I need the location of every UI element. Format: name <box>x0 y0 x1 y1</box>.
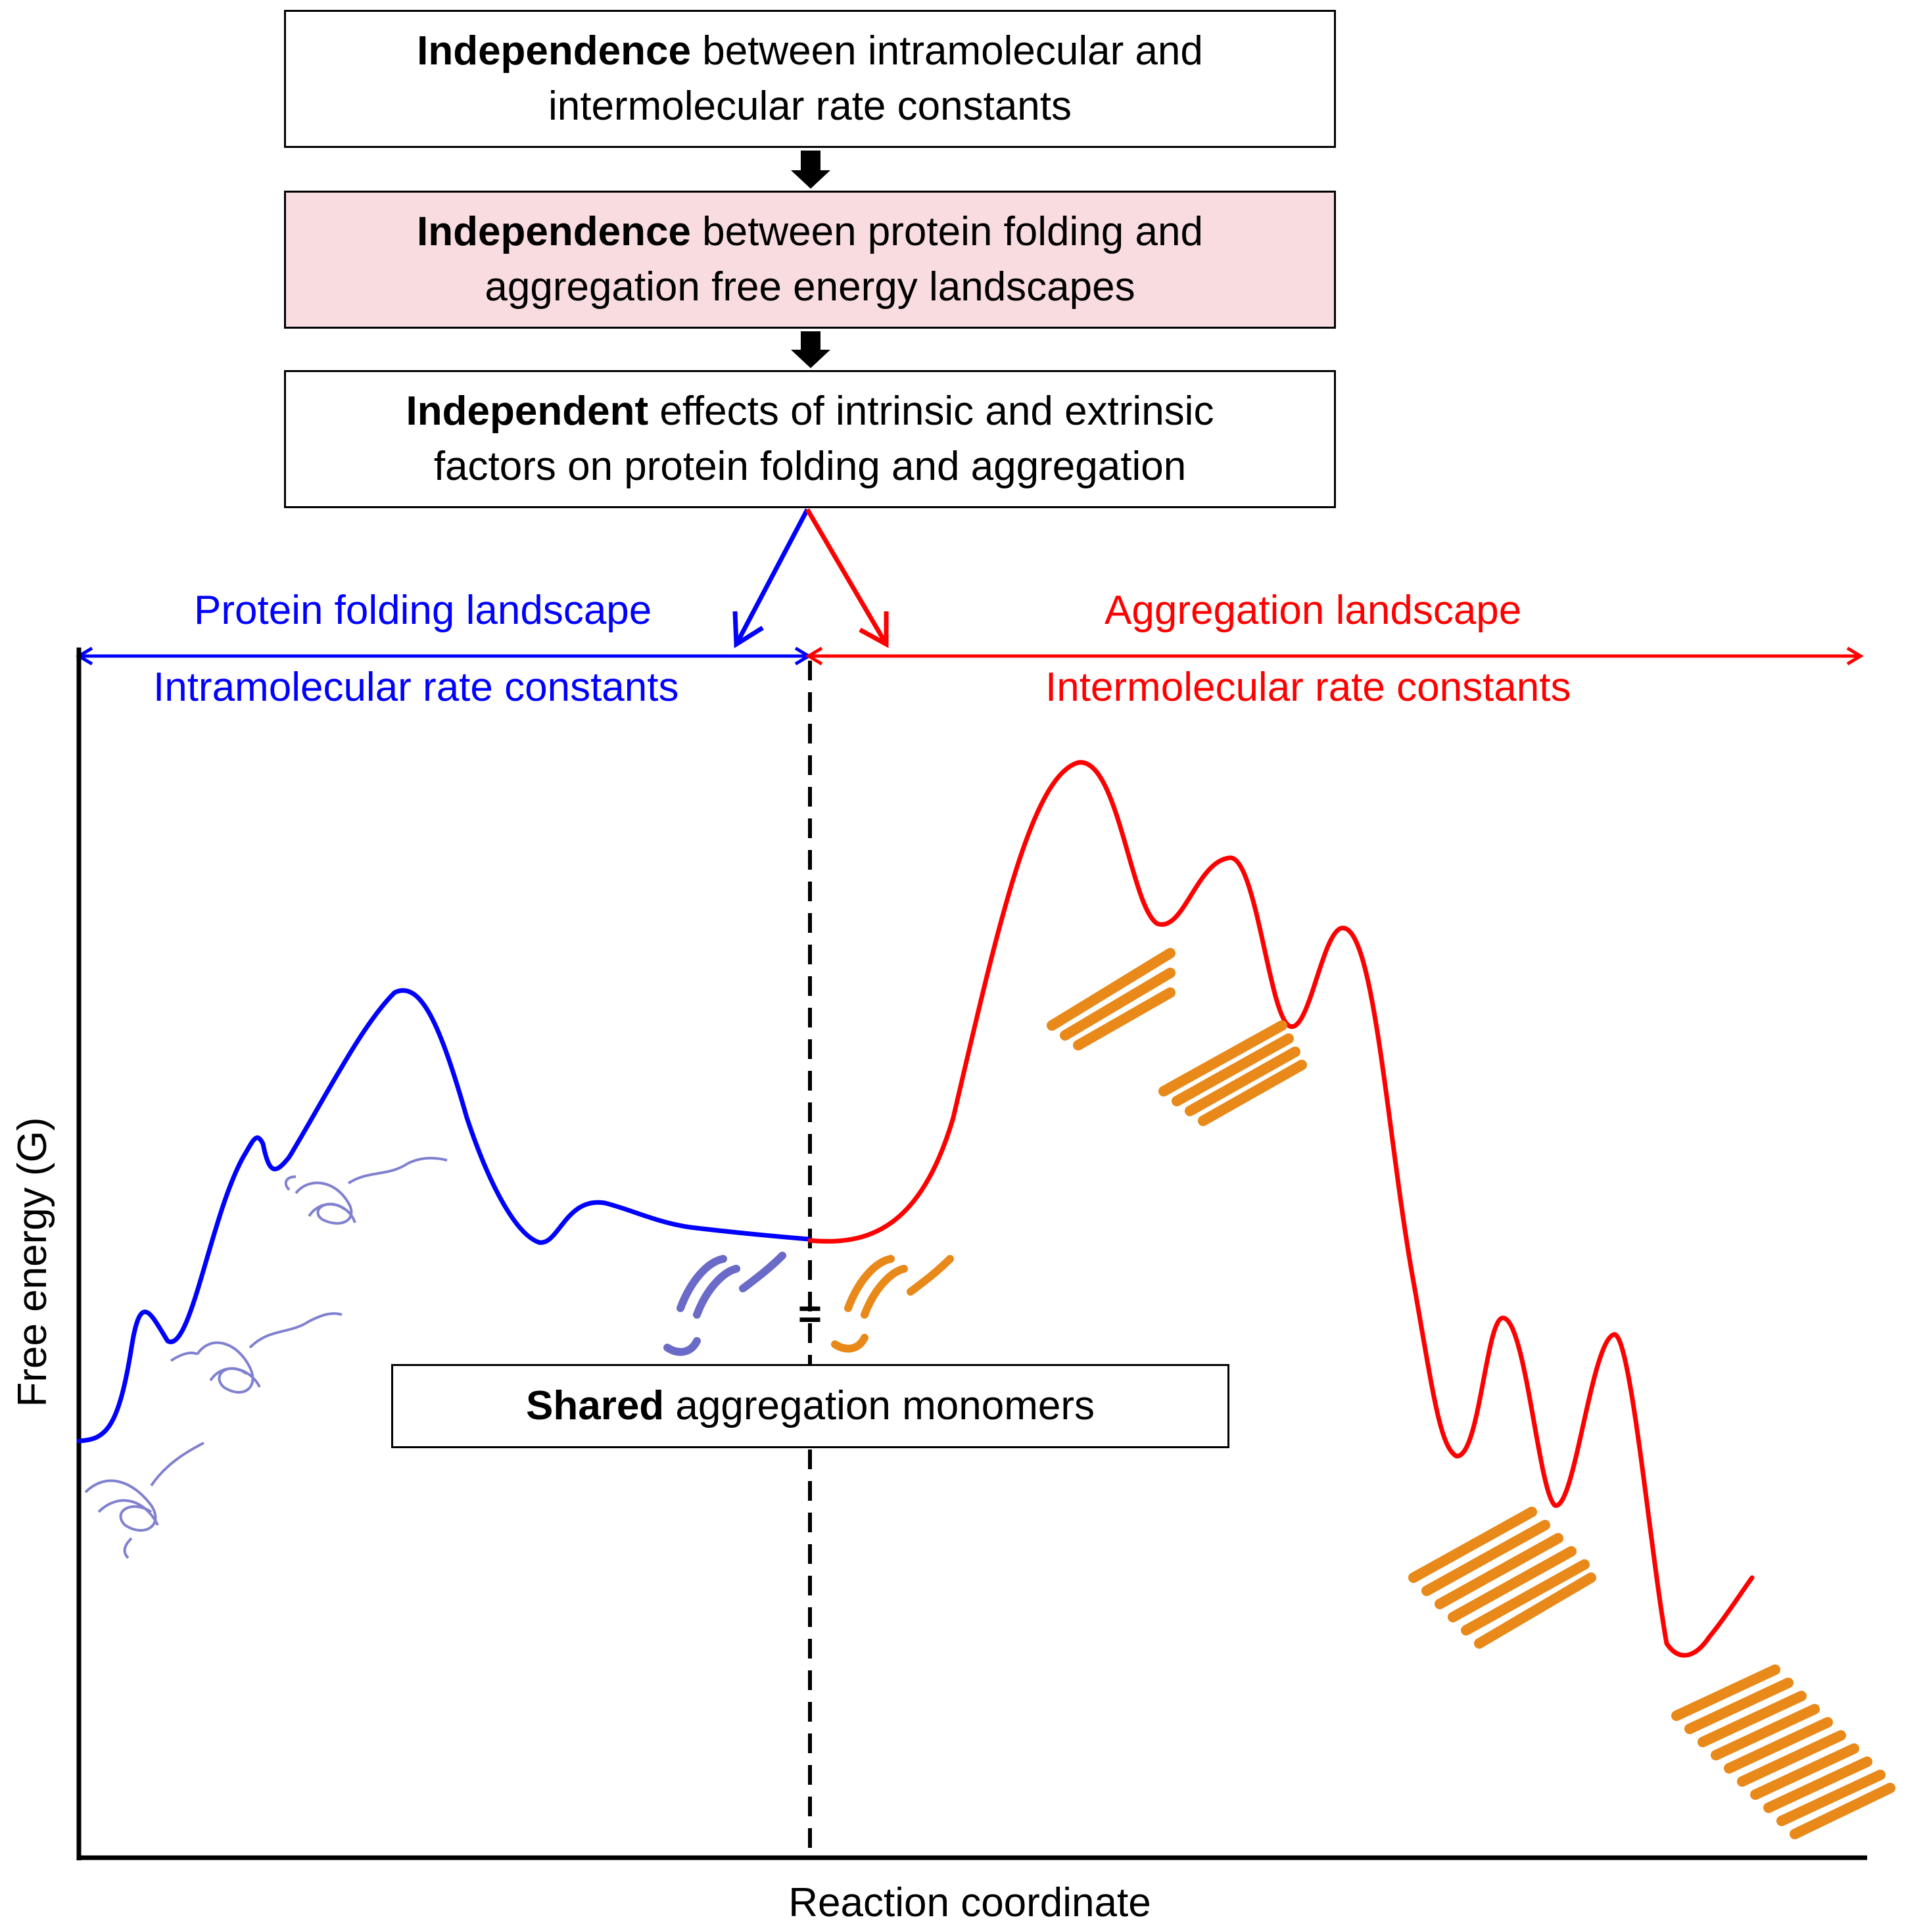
shared-monomers-bold: Shared <box>525 1383 665 1428</box>
folded-monomer-orange <box>831 1255 954 1353</box>
oligomer-icon-small <box>1047 948 1176 1050</box>
folded-monomer-blue <box>663 1252 786 1356</box>
aggregation-rate-constants-label: Intermolecular rate constants <box>1045 665 1571 710</box>
flow-box-effects: Independent effects of intrinsic and ext… <box>284 370 1336 508</box>
equals-sign: = <box>798 1292 822 1337</box>
shared-monomers-text: aggregation monomers <box>664 1383 1095 1428</box>
flow-box-2-line2: aggregation free energy landscapes <box>485 264 1135 310</box>
folding-rate-constants-label: Intramolecular rate constants <box>153 665 679 710</box>
flow-box-1-line2: intermolecular rate constants <box>548 83 1072 129</box>
protein-structure-icon-1 <box>84 1442 204 1559</box>
aggregation-energy-curve <box>807 760 1755 1658</box>
flow-box-rate-constants: Independence between intramolecular and … <box>284 10 1336 148</box>
protein-structure-icon-2 <box>170 1312 343 1394</box>
oligomer-icon-medium <box>1158 1020 1307 1126</box>
flow-arrow-down-1 <box>791 151 830 189</box>
flow-box-1-bold: Independence <box>417 28 691 74</box>
y-axis-label: Free energy (G) <box>10 1117 55 1407</box>
flow-box-3-bold: Independent <box>406 389 649 434</box>
split-arrow-aggregation <box>805 508 889 648</box>
flow-box-landscapes: Independence between protein folding and… <box>284 191 1336 329</box>
x-axis-label: Reaction coordinate <box>788 1880 1151 1925</box>
mature-fibril-icon <box>1671 1664 1895 1839</box>
flow-box-2-text: between protein folding and <box>690 209 1203 254</box>
aggregation-landscape-title: Aggregation landscape <box>1105 588 1522 633</box>
shared-monomers-box: Shared aggregation monomers <box>391 1364 1229 1448</box>
flow-box-3-text: effects of intrinsic and extrinsic <box>648 389 1214 434</box>
protofibril-icon <box>1408 1507 1596 1649</box>
folding-energy-curve <box>76 988 811 1444</box>
aggregation-range-arrow <box>805 646 1864 666</box>
protein-structure-icon-3 <box>284 1156 448 1225</box>
flow-arrow-down-2 <box>791 331 830 368</box>
flow-box-3-line2: factors on protein folding and aggregati… <box>433 444 1187 489</box>
folding-range-arrow <box>76 646 812 666</box>
flow-box-1-text: between intramolecular and <box>690 28 1203 74</box>
flow-box-2-bold: Independence <box>417 209 691 254</box>
split-arrow-folding <box>732 508 810 649</box>
folding-landscape-title: Protein folding landscape <box>194 588 652 633</box>
